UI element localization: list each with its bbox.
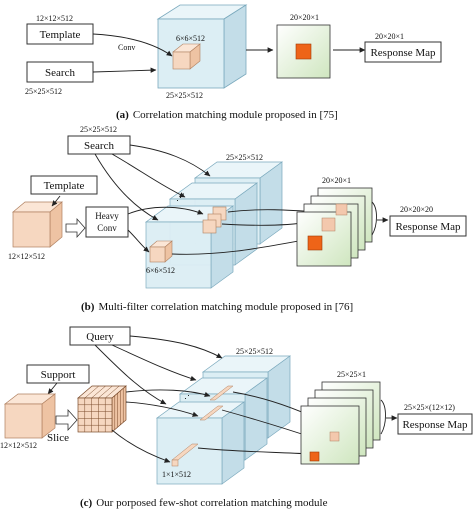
support-cube (3, 393, 57, 439)
caption-a: (a)Correlation matching module proposed … (116, 109, 338, 121)
conv-arrow-1 (127, 206, 204, 215)
search-dim-label: 25×25×512 (25, 87, 62, 96)
slice-arrow (55, 408, 78, 432)
response-map-stack (300, 381, 381, 465)
response-map-label: Response Map (370, 47, 436, 59)
slice-arrow-3 (111, 429, 171, 463)
search-arrow-1 (129, 144, 211, 177)
panel-b: 25×25×512 Search Template 12×12×512 Heav… (8, 125, 467, 313)
heavy-conv-box (85, 206, 129, 238)
feature-volume-cube (156, 4, 248, 89)
search-dim-label: 25×25×512 (80, 125, 117, 134)
response-map-box (389, 215, 467, 237)
map-dim-label: 25×25×1 (337, 370, 366, 379)
kernel-dim-label: 1×1×512 (162, 470, 191, 479)
template-cube (12, 201, 63, 248)
volume-dim-label: 25×25×512 (166, 91, 203, 100)
heavy-conv-label-2: Conv (97, 223, 117, 233)
caption-b: (b)Multi-filter correlation matching mod… (81, 301, 353, 313)
kernel-cube (172, 43, 201, 70)
search-label: Search (84, 140, 114, 152)
panel-a: 12×12×512 Template Search 25×25×512 6×6×… (25, 4, 442, 121)
search-label: Search (45, 67, 75, 79)
template-down-arrow (51, 195, 61, 207)
heavy-conv-label-1: Heavy (95, 211, 119, 221)
panel-c: Query Support 12×12×512 Slice (0, 326, 473, 509)
kernel-rods (171, 385, 234, 467)
conv-arrow-2 (127, 229, 150, 253)
stack-arrow-3 (197, 447, 311, 457)
support-box (26, 364, 90, 384)
sliced-grid-cube (77, 385, 127, 433)
slice-arrow-1 (125, 389, 211, 398)
map-brace (380, 399, 386, 435)
volume-dim-label: 25×25×512 (226, 153, 263, 162)
search-arrow (92, 67, 157, 73)
support-dim-label: 12×12×512 (0, 441, 37, 450)
kernel-dim-label: 6×6×512 (146, 266, 175, 275)
support-down-arrow (47, 382, 58, 395)
query-arrow-2 (111, 344, 197, 381)
kernel-dim-label: 6×6×512 (176, 34, 205, 43)
template-arrow (92, 33, 173, 57)
kernel-cubes (149, 206, 227, 263)
query-label: Query (86, 331, 114, 343)
response-map-stack (296, 187, 373, 267)
volume-dim-label: 25×25×512 (236, 347, 273, 356)
conv-label: Conv (118, 43, 135, 52)
map-dim-label: 20×20×1 (290, 13, 319, 22)
template-box (30, 175, 98, 195)
response-map-square (276, 24, 331, 79)
template-label: Template (40, 29, 81, 41)
map-dim-label: 20×20×1 (322, 176, 351, 185)
caption-c: (c)Our porposed few-shot correlation mat… (80, 497, 328, 509)
query-arrow-1 (129, 335, 223, 359)
slice-arrow-2 (125, 401, 199, 417)
response-map-label: Response Map (395, 221, 461, 233)
map-brace (371, 201, 377, 236)
response-map-box (397, 413, 473, 435)
response-dim-label: 20×20×1 (375, 32, 404, 41)
stack-arrow-3 (171, 238, 305, 255)
slice-label: Slice (47, 432, 69, 444)
search-arrow-3 (94, 153, 159, 221)
response-dim-label: 20×20×20 (400, 205, 433, 214)
response-map-label: Response Map (402, 419, 468, 431)
heavy-conv-arrow (65, 217, 86, 239)
search-arrow-2 (111, 153, 186, 198)
response-map-box (364, 41, 442, 63)
template-dim-label: 12×12×512 (8, 252, 45, 261)
query-arrow-3 (94, 344, 167, 405)
response-dim-label: 25×25×(12×12) (404, 403, 455, 412)
stack-dots: ⋰ (184, 390, 193, 400)
template-dim-label: 12×12×512 (36, 14, 73, 23)
template-label: Template (44, 180, 85, 192)
support-label: Support (41, 369, 76, 381)
